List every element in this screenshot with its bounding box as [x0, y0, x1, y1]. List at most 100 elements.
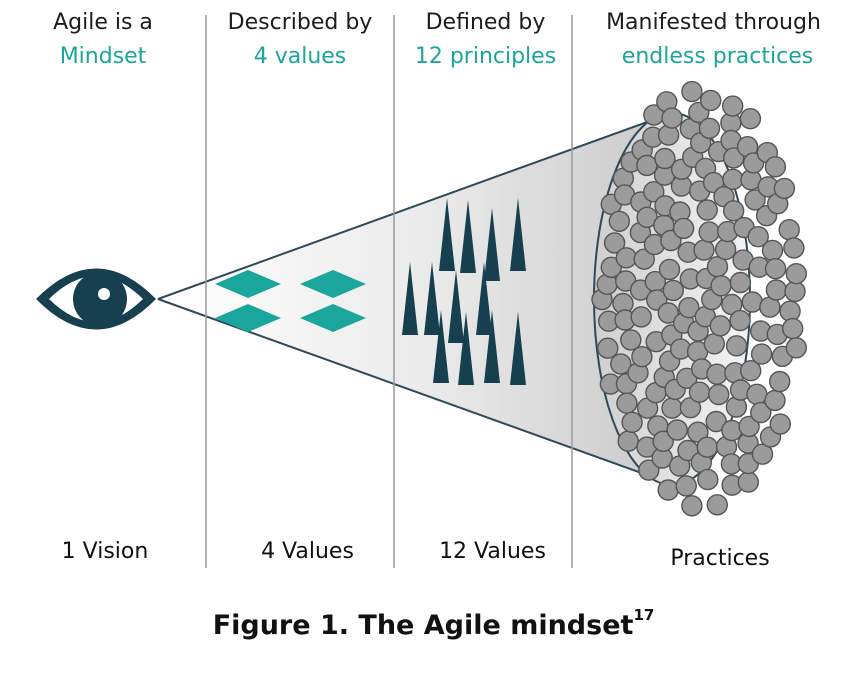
header-line1: Agile is a: [53, 10, 153, 35]
practice-circle: [723, 200, 745, 222]
practice-circle: [769, 370, 791, 393]
principle-spike: [424, 262, 440, 335]
practice-circle: [773, 177, 796, 200]
practice-circle: [636, 154, 658, 177]
practice-circle: [662, 279, 684, 302]
header-line2: endless practices: [621, 44, 814, 69]
column-header-values: Described by 4 values: [210, 6, 390, 74]
bottom-label-principles: 12 Values: [439, 539, 546, 564]
practice-circle: [600, 256, 622, 278]
practice-circle: [741, 291, 763, 313]
practice-circle: [764, 156, 787, 178]
practice-circle: [722, 168, 744, 191]
bottom-label-vision: 1 Vision: [61, 539, 149, 564]
header-line1: Manifested through: [606, 10, 821, 35]
principle-spike: [439, 198, 455, 271]
practice-circle: [654, 147, 676, 170]
practice-circle: [678, 297, 700, 319]
eye-icon: [36, 268, 156, 330]
practice-circle: [688, 381, 711, 403]
practice-circle: [621, 411, 643, 433]
practice-circle: [696, 436, 718, 458]
principle-spike: [510, 198, 526, 271]
practice-circle: [785, 337, 807, 359]
practice-circle: [615, 247, 637, 269]
principle-spike: [448, 270, 464, 343]
practice-circle: [706, 494, 728, 516]
practice-circle: [783, 237, 805, 259]
practice-circle: [620, 329, 642, 351]
principle-spike: [484, 310, 500, 383]
practice-circle: [714, 238, 737, 261]
practice-circle: [610, 353, 632, 375]
practice-circle: [643, 181, 665, 203]
practice-circle: [784, 280, 806, 303]
practice-circle: [746, 383, 768, 405]
practice-circle: [729, 309, 751, 332]
practice-circle: [652, 430, 674, 452]
practice-circle: [723, 147, 745, 169]
principle-spike: [458, 312, 474, 385]
header-line2: 12 principles: [414, 44, 557, 69]
practice-circle: [698, 117, 721, 140]
practice-circle: [778, 218, 800, 241]
practice-circle: [681, 495, 703, 517]
practice-circle: [681, 80, 703, 103]
practice-circle: [603, 232, 626, 254]
practice-circle: [703, 333, 725, 355]
practice-circle: [708, 383, 730, 406]
practice-circle: [693, 239, 715, 261]
practice-circle: [630, 306, 652, 328]
header-line1: Defined by: [425, 10, 546, 35]
practice-circle: [744, 189, 766, 211]
bottom-label-values: 4 Values: [261, 539, 354, 564]
practice-circle: [709, 315, 731, 337]
practice-circle: [666, 419, 688, 441]
practice-circle: [631, 346, 653, 368]
values-diamonds: [215, 270, 366, 332]
practice-circle: [698, 221, 720, 243]
practice-circle: [738, 415, 760, 438]
header-line1: Described by: [227, 10, 373, 35]
practice-circle: [697, 468, 719, 491]
caption-footnote: 17: [633, 606, 655, 624]
practice-circle: [657, 479, 679, 501]
practice-circle: [764, 258, 787, 280]
practice-circle: [765, 279, 788, 301]
practice-circle: [661, 107, 683, 129]
practice-circle: [661, 397, 683, 419]
figure-caption: Figure 1. The Agile mindset17: [0, 606, 867, 641]
column-header-principles: Defined by 12 principles: [398, 6, 573, 74]
practice-circle: [608, 210, 630, 233]
bottom-label-practices: Practices: [670, 546, 770, 571]
practice-circle: [638, 459, 660, 481]
practice-circle: [785, 263, 807, 285]
caption-text: Figure 1. The Agile mindset: [212, 610, 634, 641]
practice-circle: [597, 337, 619, 359]
header-line2: Mindset: [59, 44, 147, 69]
practice-circle: [696, 199, 718, 221]
practice-circle: [725, 335, 748, 357]
practice-circle: [672, 217, 695, 240]
practice-circle: [751, 443, 774, 465]
column-header-mindset: Agile is a Mindset: [18, 6, 188, 74]
header-line2: 4 values: [253, 44, 347, 69]
value-diamond: [215, 304, 281, 332]
practice-circle: [739, 107, 762, 130]
practice-circle: [747, 225, 769, 248]
practice-circle: [706, 363, 728, 385]
practice-circle: [737, 471, 759, 493]
principle-spike: [402, 262, 418, 335]
practice-circle: [764, 389, 786, 412]
principle-spike: [484, 208, 500, 281]
principle-spike: [510, 312, 526, 385]
practice-circle: [617, 430, 639, 452]
practice-circle: [750, 401, 772, 424]
value-diamond: [215, 270, 281, 298]
cone-edge-top: [157, 112, 673, 300]
principle-spike: [433, 310, 449, 383]
practice-circle: [740, 360, 762, 382]
practice-circle: [633, 248, 655, 270]
practice-circle: [616, 392, 638, 414]
